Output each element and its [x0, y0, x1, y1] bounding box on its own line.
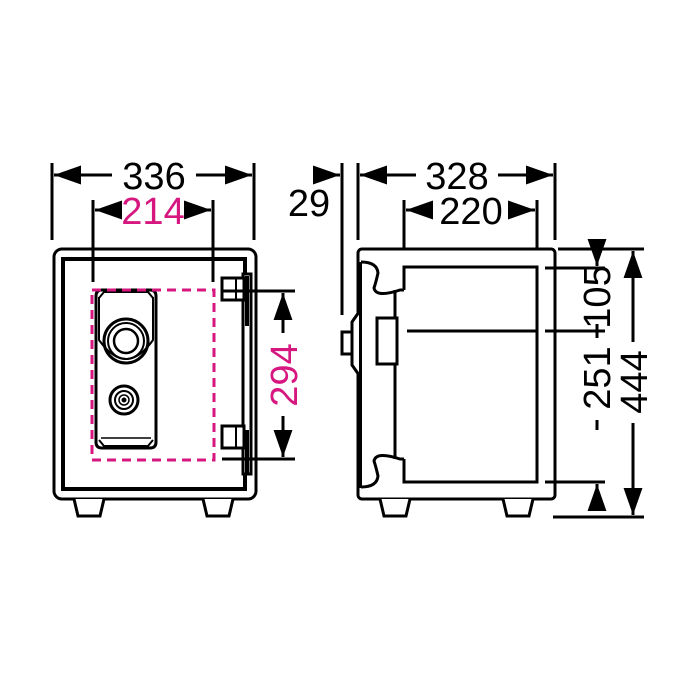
feet	[72, 498, 235, 518]
side-view	[313, 163, 644, 519]
dimension-105-251	[545, 239, 607, 511]
outer-body-side	[356, 247, 557, 501]
label-overall-width: 336	[122, 156, 185, 198]
handle	[375, 316, 399, 366]
feet-side	[378, 498, 535, 518]
label-top-to-shelf: 105	[577, 265, 619, 328]
key-lock	[108, 384, 140, 416]
label-interior-depth: 220	[439, 191, 502, 233]
label-interior-height: 251	[577, 346, 619, 409]
front-view	[50, 163, 295, 518]
dimension-214	[91, 200, 215, 282]
label-dial-projection: 29	[288, 183, 330, 225]
interior	[402, 265, 539, 484]
dial-side	[340, 311, 361, 376]
dimension-220	[402, 200, 539, 250]
label-overall-height: 444	[614, 350, 656, 413]
dial	[102, 317, 150, 365]
label-overall-depth: 328	[425, 156, 488, 198]
door-profile	[358, 260, 404, 489]
label-door-opening-height: 294	[264, 343, 306, 406]
control-panel	[94, 288, 158, 450]
dimension-29	[313, 163, 344, 315]
dimension-328	[356, 163, 557, 240]
dimension-294	[222, 289, 295, 461]
door-opening-outline	[90, 288, 216, 462]
outer-body	[52, 247, 258, 501]
dimension-336	[50, 163, 256, 240]
dimension-444	[553, 247, 644, 519]
label-door-opening-width: 214	[121, 191, 184, 233]
hinges	[220, 272, 253, 476]
